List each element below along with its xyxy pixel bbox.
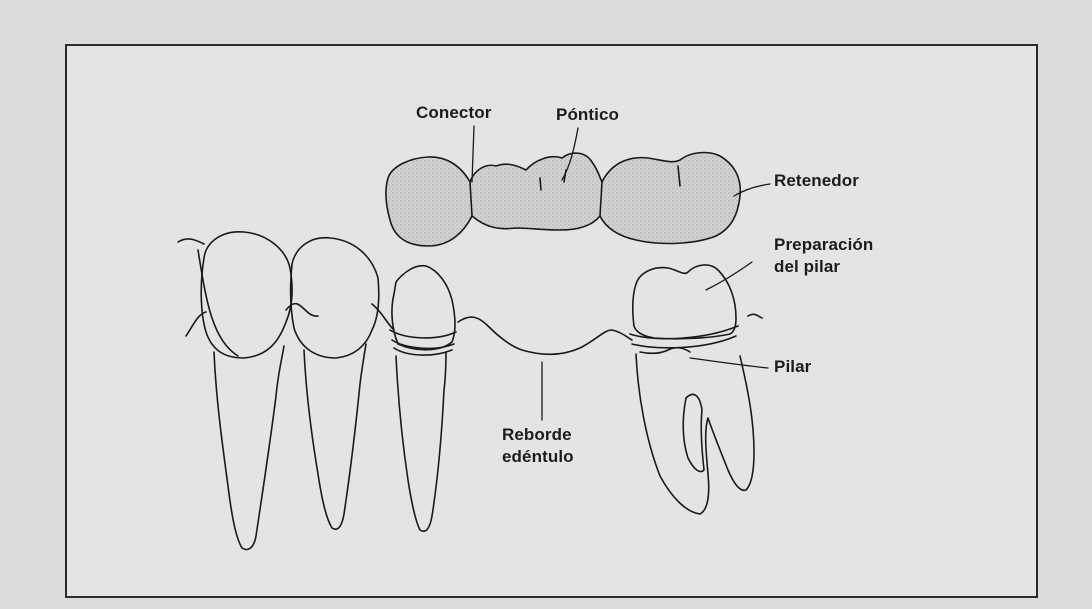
pontic-groove-1: [540, 178, 541, 190]
abutment-tooth: [630, 265, 754, 514]
tooth-3: [390, 266, 456, 531]
label-preparacion-2: del pilar: [774, 256, 840, 277]
tooth-1: [201, 232, 292, 550]
label-conector: Conector: [416, 102, 491, 123]
bridge-body: [386, 153, 740, 246]
label-preparacion-1: Preparación: [774, 234, 873, 255]
label-retenedor: Retenedor: [774, 170, 859, 191]
label-pontico: Póntico: [556, 104, 619, 125]
leader-pilar: [690, 358, 768, 368]
label-pilar: Pilar: [774, 356, 811, 377]
tooth-2: [291, 238, 379, 529]
label-reborde-1: Reborde: [502, 424, 572, 445]
bridge-prosthesis: [386, 153, 740, 246]
label-reborde-2: edéntulo: [502, 446, 574, 467]
